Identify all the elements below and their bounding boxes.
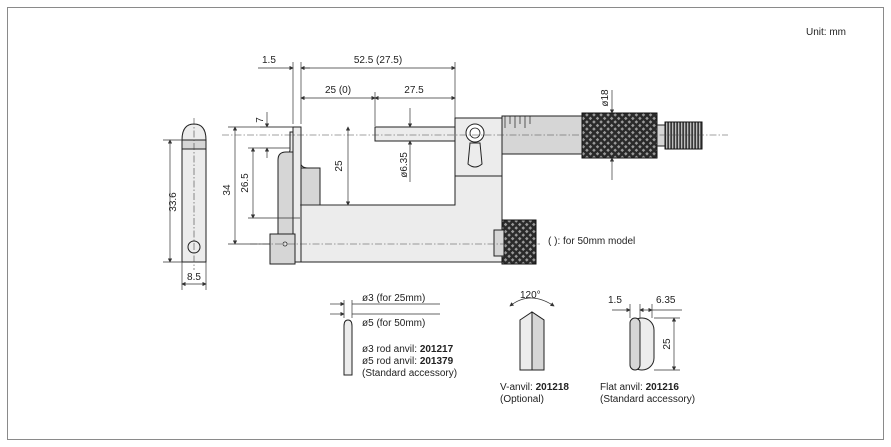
frame-inner-shadow	[299, 167, 321, 206]
dim-dia-18: ø18	[600, 89, 611, 107]
v-anvil-note: (Optional)	[500, 394, 544, 405]
svg-text:ø5 rod anvil: 201379: ø5 rod anvil: 201379	[362, 356, 454, 367]
rod-anvil: ø3 (for 25mm) ø5 (for 50mm) ø3 rod anvil…	[330, 293, 457, 379]
dim-25-vertical: 25	[334, 160, 345, 172]
anvil-clamp	[269, 233, 296, 265]
rod-line1-prefix: ø3 rod anvil:	[362, 344, 420, 355]
thimble-knurl	[581, 112, 658, 159]
ratchet-stop	[664, 121, 703, 150]
svg-text:V-anvil: 201218: V-anvil: 201218	[500, 382, 569, 393]
rod-dia-5: ø5 (for 50mm)	[362, 318, 425, 329]
thimble-end	[656, 124, 666, 147]
dim-33-6: 33.6	[168, 192, 179, 212]
dim-26-5: 26.5	[240, 173, 251, 193]
dim-34: 34	[222, 184, 233, 196]
dim-52-5: 52.5 (27.5)	[354, 55, 402, 66]
model-note: ( ): for 50mm model	[548, 236, 635, 247]
rod-line1-code: 201217	[420, 344, 454, 355]
dim-27-5: 27.5	[404, 85, 424, 96]
rod-line2-code: 201379	[420, 356, 454, 367]
flat-anvil: 1.5 6.35 25 Flat anvil: 201216 (Standard…	[600, 295, 695, 405]
dim-1-5-top: 1.5	[262, 55, 276, 66]
rod-anvil-shape	[343, 319, 353, 376]
rod-line2-prefix: ø5 rod anvil:	[362, 356, 420, 367]
flat-anvil-note: (Standard accessory)	[600, 394, 695, 405]
dim-25-0: 25 (0)	[325, 85, 351, 96]
unit-label: Unit: mm	[806, 27, 846, 38]
v-anvil-code: 201218	[536, 382, 570, 393]
rod-line3: (Standard accessory)	[362, 368, 457, 379]
lock-nut	[465, 123, 485, 143]
svg-text:Flat anvil: 201216: Flat anvil: 201216	[600, 382, 679, 393]
dim-7: 7	[255, 117, 266, 123]
flat-anvil-code: 201216	[646, 382, 680, 393]
rod-dia-3: ø3 (for 25mm)	[362, 293, 425, 304]
clamp-stem	[493, 229, 505, 257]
flat-dim-1-5: 1.5	[608, 295, 622, 306]
drawing-frame	[7, 7, 884, 440]
v-anvil: 120° V-anvil: 201218 (Optional)	[500, 290, 569, 405]
anvil-holder	[277, 151, 294, 241]
side-view: 33.6 8.5	[163, 118, 207, 290]
lock-lever	[467, 142, 483, 168]
flat-anvil-prefix: Flat anvil:	[600, 382, 646, 393]
svg-text:ø3 rod anvil: 201217: ø3 rod anvil: 201217	[362, 344, 454, 355]
v-anvil-prefix: V-anvil:	[500, 382, 536, 393]
spindle	[374, 126, 461, 142]
flat-dim-25: 25	[662, 338, 673, 350]
dim-8-5: 8.5	[187, 272, 201, 283]
micrometer-view: 1.5 52.5 (27.5) 25 (0) 27.5 7 25 ø6.35 ø…	[222, 55, 728, 265]
dim-dia-6-35: ø6.35	[399, 152, 410, 178]
v-anvil-angle: 120°	[520, 290, 541, 301]
flat-dim-6-35: 6.35	[656, 295, 676, 306]
clamp-knob	[501, 219, 537, 265]
